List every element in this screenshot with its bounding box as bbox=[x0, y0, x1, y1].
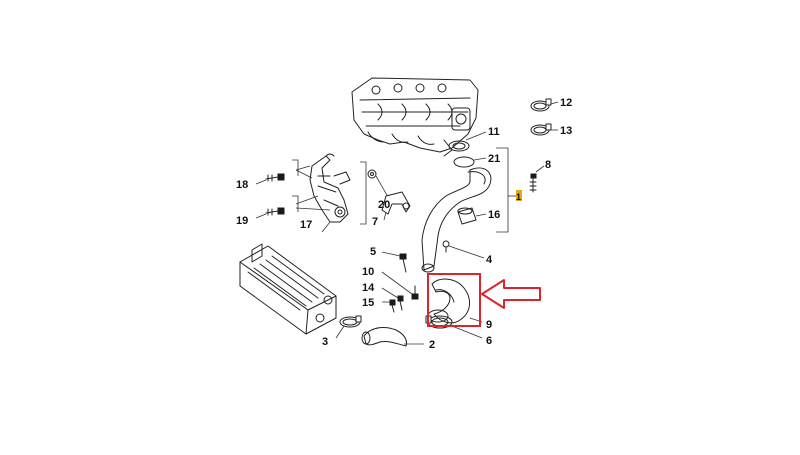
callout-labels: 1 2 3 4 5 6 7 8 9 10 11 12 13 14 15 16 1… bbox=[236, 97, 572, 351]
callout-12: 12 bbox=[560, 97, 572, 109]
seal-11 bbox=[448, 140, 470, 152]
callout-20: 20 bbox=[378, 199, 390, 211]
clamp-13 bbox=[530, 123, 552, 136]
callout-9: 9 bbox=[486, 319, 492, 331]
clamp-3 bbox=[339, 315, 362, 328]
callout-15: 15 bbox=[362, 297, 374, 309]
callout-6: 6 bbox=[486, 335, 492, 347]
nut-20 bbox=[367, 169, 377, 179]
hose-2 bbox=[361, 327, 407, 347]
highlight-arrow bbox=[481, 279, 541, 309]
intercooler-radiator bbox=[239, 243, 337, 335]
bolt-4 bbox=[442, 240, 450, 253]
callout-10: 10 bbox=[362, 266, 374, 278]
callout-5: 5 bbox=[370, 246, 376, 258]
bolt-15 bbox=[389, 299, 396, 313]
clamp-12 bbox=[530, 98, 552, 112]
callout-2: 2 bbox=[429, 339, 435, 351]
intercooler-pipe bbox=[421, 167, 492, 273]
callout-4: 4 bbox=[486, 254, 493, 266]
highlighted-hose-9 bbox=[427, 278, 470, 324]
bolt-14 bbox=[397, 295, 404, 311]
callout-8: 8 bbox=[545, 159, 551, 171]
bolt-5 bbox=[399, 253, 407, 273]
bracket-7 bbox=[381, 191, 411, 215]
bolt-8 bbox=[529, 173, 537, 193]
intake-manifold bbox=[351, 77, 479, 157]
callout-3: 3 bbox=[322, 336, 328, 348]
sleeve-16 bbox=[457, 207, 477, 225]
callout-11: 11 bbox=[488, 126, 500, 138]
bolt-10 bbox=[411, 285, 419, 300]
seal-21 bbox=[453, 156, 475, 168]
callout-13: 13 bbox=[560, 125, 572, 137]
callout-14: 14 bbox=[362, 282, 375, 294]
bolt-18 bbox=[265, 173, 285, 182]
callout-16: 16 bbox=[488, 209, 500, 221]
sensor-bracket-17 bbox=[309, 153, 351, 223]
callout-1-box bbox=[516, 190, 522, 201]
bolt-19 bbox=[265, 207, 285, 216]
callout-1: 1 bbox=[516, 192, 521, 202]
callout-18: 18 bbox=[236, 179, 248, 191]
callout-21: 21 bbox=[488, 153, 500, 165]
callout-19: 19 bbox=[236, 215, 248, 227]
callout-17: 17 bbox=[300, 219, 312, 231]
callout-7: 7 bbox=[372, 216, 378, 228]
highlight-box bbox=[427, 273, 481, 327]
